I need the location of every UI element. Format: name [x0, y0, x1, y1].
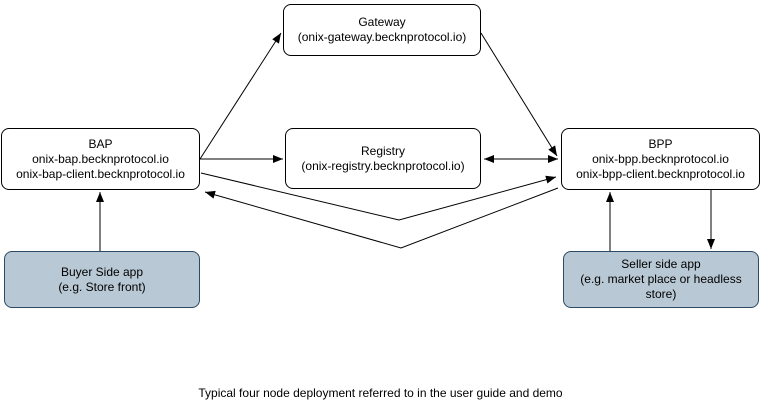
edge-bpp-bap [204, 187, 559, 249]
node-seller-app: Seller side app (e.g. market place or he… [563, 251, 759, 308]
edge-bap-gateway [199, 32, 282, 160]
bap-title: BAP [88, 136, 113, 151]
buyer-app-title: Buyer Side app [60, 264, 144, 279]
node-registry: Registry (onix-registry.becknprotocol.io… [285, 128, 481, 189]
diagram-caption: Typical four node deployment referred to… [198, 386, 563, 400]
seller-app-title: Seller side app [621, 257, 701, 271]
seller-app-subtitle: (e.g. market place or headless store) [580, 272, 742, 301]
edge-bap-bpp [200, 172, 557, 221]
node-gateway: Gateway (onix-gateway.becknprotocol.io) [283, 4, 481, 56]
gateway-subtitle: (onix-gateway.becknprotocol.io) [297, 30, 467, 44]
bpp-domain: onix-bpp.becknprotocol.io [592, 151, 729, 166]
gateway-title: Gateway [358, 15, 406, 29]
registry-title: Registry [360, 143, 405, 158]
node-bap: BAP onix-bap.becknprotocol.io onix-bap-c… [1, 128, 200, 190]
node-buyer-app: Buyer Side app (e.g. Store front) [4, 251, 200, 308]
bap-client-domain: onix-bap-client.becknprotocol.io [16, 166, 185, 181]
registry-subtitle: (onix-registry.becknprotocol.io) [301, 158, 465, 173]
bpp-title: BPP [648, 136, 673, 151]
buyer-app-subtitle: (e.g. Store front) [58, 279, 146, 294]
bap-domain: onix-bap.becknprotocol.io [32, 151, 169, 166]
bpp-client-domain: onix-bpp-client.becknprotocol.io [576, 166, 745, 181]
edge-gateway-bpp [480, 32, 558, 157]
node-bpp: BPP onix-bpp.becknprotocol.io onix-bpp-c… [561, 128, 760, 190]
